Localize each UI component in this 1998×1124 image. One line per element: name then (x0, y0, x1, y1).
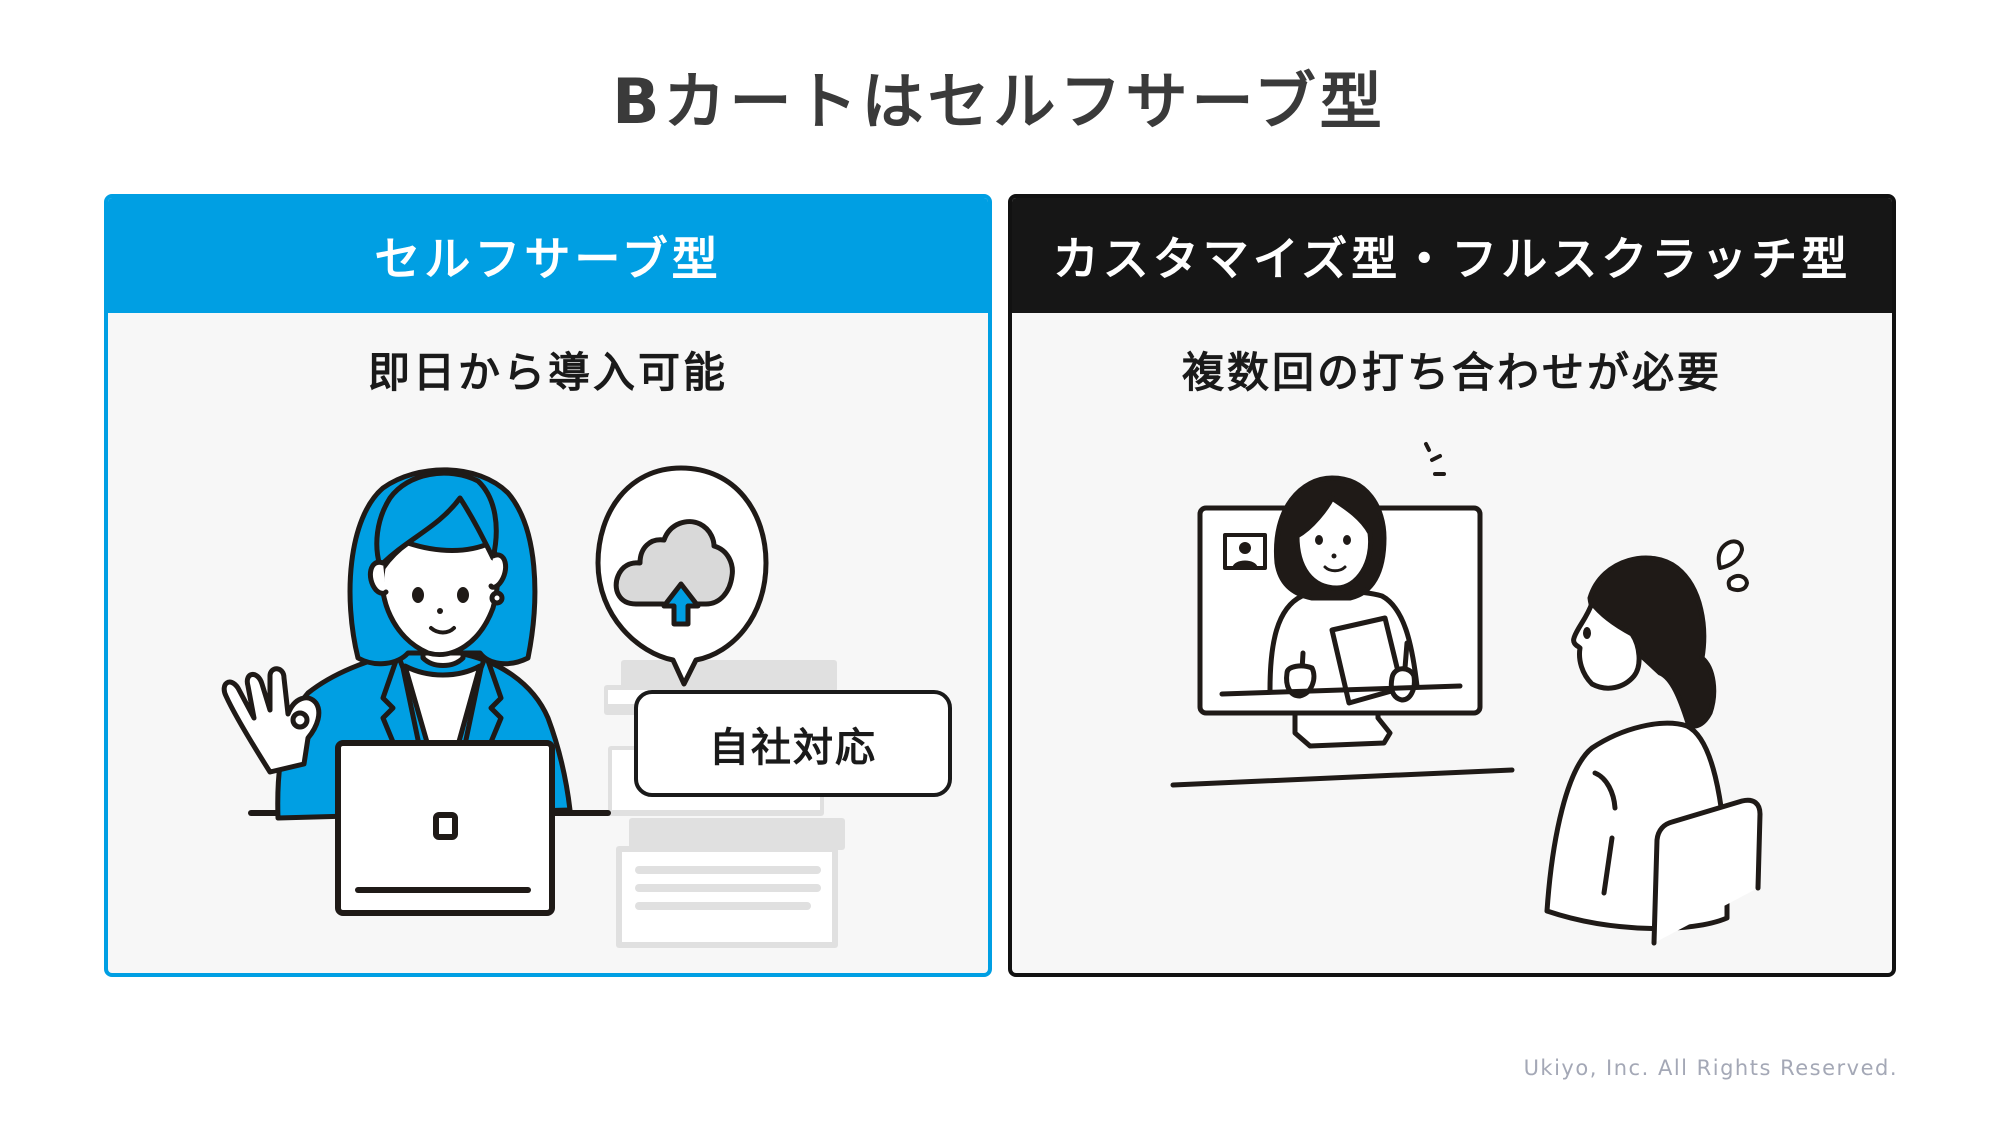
sweat-drop-icon (1716, 539, 1744, 570)
cloud-upload-bubble (595, 465, 769, 687)
card-subtitle-customize: 複数回の打ち合わせが必要 (1181, 348, 1722, 397)
chair (1651, 797, 1763, 946)
woman-ok-sign (221, 467, 573, 821)
card-customize: カスタマイズ型・フルスクラッチ型 複数回の打ち合わせが必要 (1008, 194, 1896, 977)
cloud-upload-icon (613, 519, 735, 627)
card-self-serve: セルフサーブ型 即日から導入可能 (104, 194, 992, 977)
page-title: Bカートはセルフサーブ型 (612, 65, 1386, 138)
card-header-self-serve: セルフサーブ型 (108, 198, 988, 313)
laptop-icon (335, 740, 555, 916)
face-features (1315, 535, 1591, 639)
in-house-label: 自社対応 (634, 690, 952, 797)
card-subtitle-self-serve: 即日から導入可能 (367, 348, 728, 397)
customize-illustration (1170, 442, 1763, 946)
copyright: Ukiyo, Inc. All Rights Reserved. (1523, 1056, 1898, 1080)
card-header-customize: カスタマイズ型・フルスクラッチ型 (1012, 198, 1892, 313)
woman-face-features (412, 587, 469, 635)
self-serve-illustration (221, 465, 845, 948)
